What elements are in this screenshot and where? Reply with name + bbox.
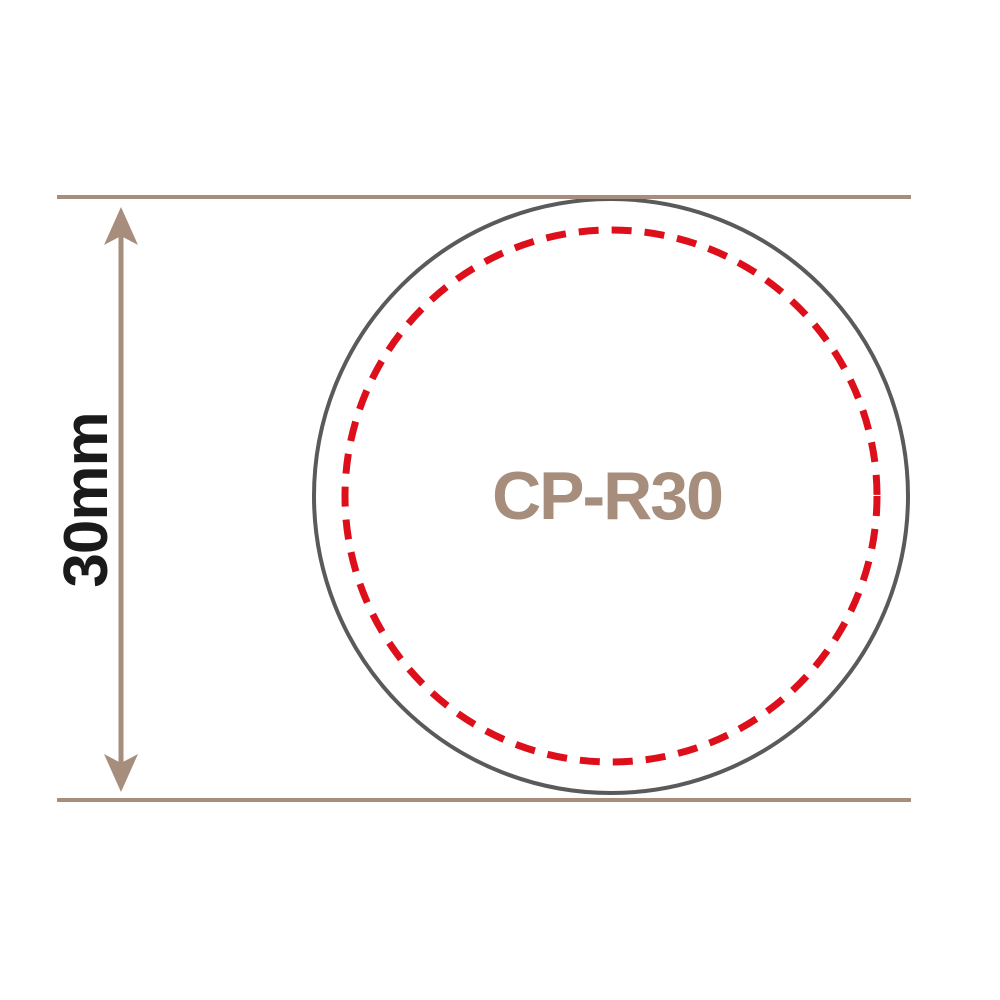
product-code-label: CP-R30 bbox=[492, 458, 724, 534]
dashed-cutline-circle bbox=[341, 226, 881, 766]
arrow-up-head-icon bbox=[104, 207, 138, 245]
dimension-arrow-icon bbox=[104, 207, 138, 792]
arrow-down-head-icon bbox=[104, 754, 138, 792]
dimension-label: 30mm bbox=[52, 412, 121, 588]
